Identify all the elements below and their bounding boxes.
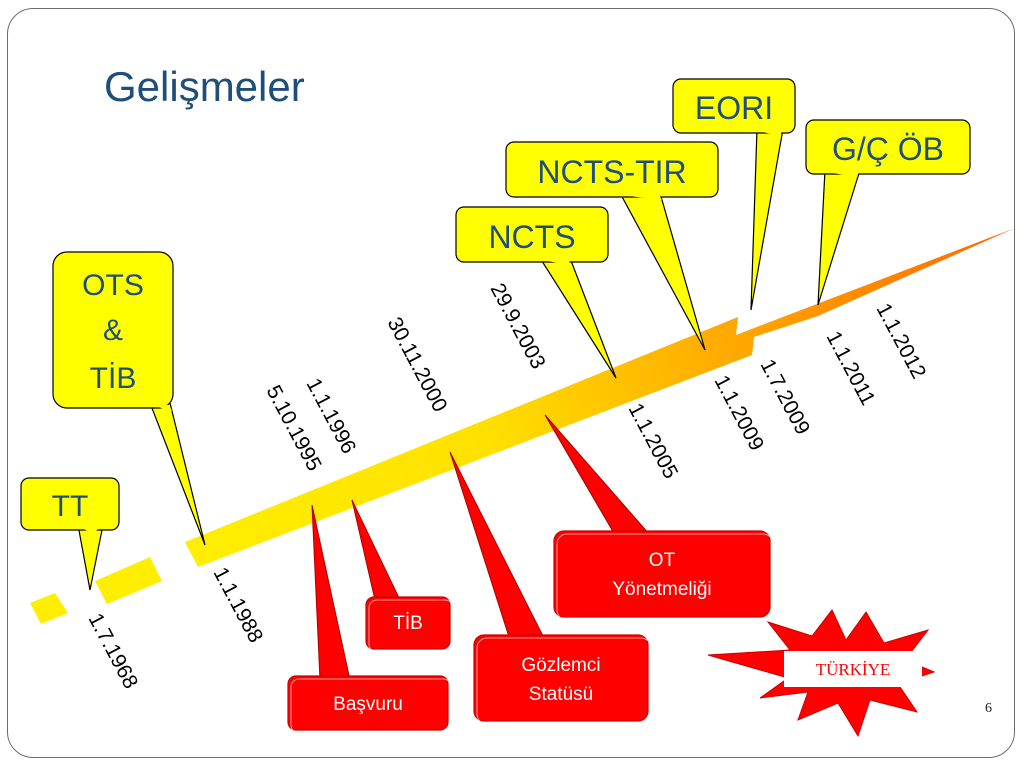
date-1968: 1.7.1968 [84,610,143,693]
gozlemci-label-1: Gözlemci [521,655,600,676]
date-2000: 30.11.2000 [383,314,452,416]
date-1988: 1.1.1988 [209,564,268,647]
ot-label-1: OT [649,550,676,571]
ot-label-2: Yönetmeliği [612,579,711,600]
date-2005: 1.1.2005 [624,400,683,483]
callout-eori: EORI [672,78,796,311]
date-2003: 29.9.2003 [486,280,550,373]
tt-label: TT [52,490,89,523]
date-2011: 1.1.2011 [822,328,880,410]
callout-ncts: NCTS [455,206,617,379]
basvuru-label: Başvuru [333,694,403,715]
callout-ots-tib: OTS & TİB [52,251,206,546]
page-number: 6 [985,701,992,716]
ots-label-3: TİB [90,362,137,395]
callout-tt: TT [20,477,120,591]
callout-ncts-tir: NCTS-TIR [505,141,719,351]
callout-gc-ob: G/Ç ÖB [805,119,971,306]
turkiye-starburst: TÜRKİYE [707,609,936,738]
callout-basvuru: Başvuru [287,504,452,734]
gc-ob-label: G/Ç ÖB [832,131,944,167]
date-2009a: 1.1.2009 [710,372,769,455]
gozlemci-label-2: Statüsü [529,684,593,705]
ots-label-2: & [103,314,123,347]
date-2012: 1.1.2012 [872,300,931,383]
callout-ot-yonetmeligi: OT Yönetmeliği [544,414,774,621]
timeline-dash-2 [95,557,162,604]
turkiye-label: TÜRKİYE [816,660,891,679]
callout-tib: TİB [351,499,454,653]
ncts-tir-label: NCTS-TIR [537,154,686,190]
date-2009b: 1.7.2009 [756,356,815,439]
eori-label: EORI [695,90,773,126]
tib-label: TİB [393,613,423,634]
timeline-dash-1 [30,593,68,624]
ots-label-1: OTS [82,269,144,302]
slide-frame [7,8,1015,758]
ncts-label: NCTS [488,219,575,255]
timeline-arrow [185,228,1015,567]
slide-title: Gelişmeler [104,63,305,110]
callout-gozlemci: Gözlemci Statüsü [449,451,652,725]
